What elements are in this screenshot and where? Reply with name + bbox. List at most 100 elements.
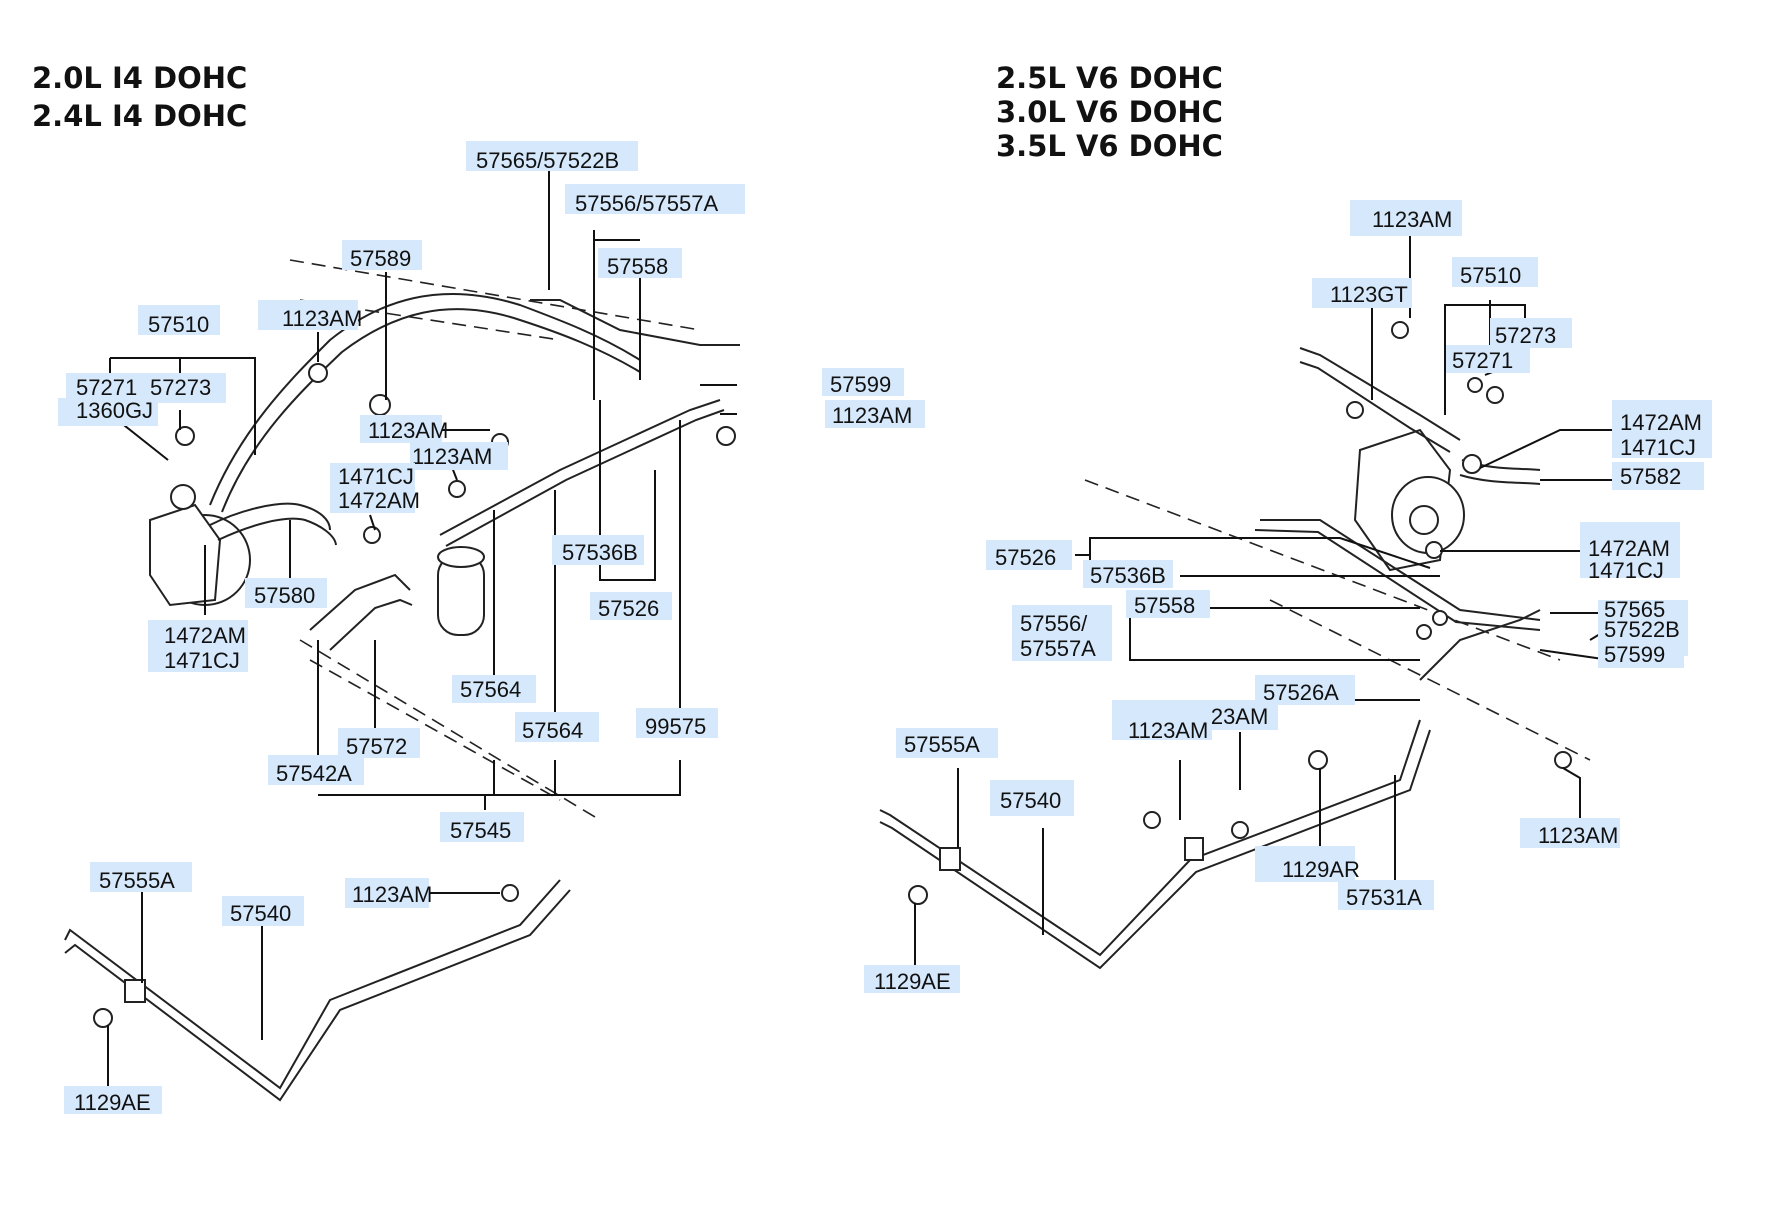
callout-1123AM-d: 1123AM [412,444,492,469]
right-clamp-icon-1 [1462,454,1482,474]
right-engine-3: 3.5L V6 DOHC [996,129,1223,163]
callout-57555A: 57555A [99,868,175,893]
callout-r-57556: 57556/ [1020,611,1088,636]
right-bolt-icon-8 [1554,751,1572,769]
right-pressure-hose [1299,347,1461,441]
callout-57271: 57271 [76,375,137,400]
callout-1472AM-b: 1472AM [164,623,246,648]
right-pressure-hose-2 [1299,361,1451,453]
left-power-steering-pump [149,484,251,607]
left-1123AM-bolt-icon [501,884,519,902]
left-panel: 2.0L I4 DOHC 2.4L I4 DOHC [32,61,925,1115]
callout-99575: 99575 [645,714,706,739]
callout-57526: 57526 [598,596,659,621]
callout-r-57557A: 57557A [1020,636,1096,661]
callout-r-57599: 57599 [1604,642,1665,667]
right-bolt-icon-5 [1308,750,1328,770]
left-cooler-clamp [124,979,146,1003]
right-cooler-clamp [939,847,961,871]
callout-1471CJ-b: 1471CJ [164,648,240,673]
callout-r-57273: 57273 [1495,323,1556,348]
callout-1123AM-a: 1123AM [282,306,362,331]
callout-57572: 57572 [346,734,407,759]
callout-r-1123GT: 1123GT [1330,282,1408,307]
left-engine-2: 2.4L I4 DOHC [32,99,247,133]
callout-1472AM-a: 1472AM [338,488,420,513]
callout-r-1123AM-c: 1123AM [1128,718,1208,743]
right-clamp-icon-3 [1432,610,1448,626]
left-pressure-line [530,299,740,346]
callout-57599: 57599 [830,372,891,397]
right-clamp-icon-2 [1425,541,1443,559]
callout-57589: 57589 [350,246,411,271]
callout-r-1123AM-d: 1123AM [1538,823,1618,848]
right-bolt-icon-3 [1467,377,1483,393]
right-bolt-icon-2 [1346,401,1364,419]
left-suction-hose [209,502,331,531]
left-cooler-line [439,399,721,536]
callout-r-57555A: 57555A [904,732,980,757]
left-cooler-line-2 [445,409,725,547]
right-1129AE-bolt-icon [908,885,928,905]
callout-1123AM-c: 1123AM [368,418,448,443]
callout-r-1472AM-a: 1472AM [1620,410,1702,435]
left-bolt-icon-2 [175,426,195,446]
left-clamp-icon-2 [363,526,381,544]
left-leader-lines [107,167,737,1087]
left-reservoir-hose [309,573,411,631]
callout-r-57582: 57582 [1620,464,1681,489]
left-engine-outline [289,259,701,821]
callout-57540: 57540 [230,901,291,926]
callout-r-57522B: 57522B [1604,617,1680,642]
callout-r-57565: 57565 [1604,597,1665,622]
callout-57556-57557A: 57556/57557A [575,191,718,216]
callout-1471CJ-a: 1471CJ [338,464,414,489]
right-cooler-line-3 [1419,609,1541,681]
callout-57542A: 57542A [276,761,352,786]
right-cooler-tube [879,719,1421,957]
right-bolt-icon-6 [1231,821,1249,839]
left-cooler-tube [64,879,561,1090]
left-callouts: 57565/57522B 57556/57557A 57558 57589 11… [58,141,925,1115]
left-suction-hose-2 [217,517,337,546]
callout-1360GJ: 1360GJ [76,398,153,423]
left-reservoir-hose-2 [329,598,413,651]
left-bolt-icon-1 [308,363,328,383]
right-engine-1: 2.5L V6 DOHC [996,61,1223,95]
callout-57545: 57545 [450,818,511,843]
callout-57564-b: 57564 [522,718,583,743]
left-cooler-tube-2 [64,889,571,1102]
callout-r-57526: 57526 [995,545,1056,570]
left-engine-1: 2.0L I4 DOHC [32,61,247,95]
right-engine-2: 3.0L V6 DOHC [996,95,1223,129]
callout-r-1129AE: 1129AE [874,969,951,994]
callout-57558: 57558 [607,254,668,279]
callout-r-1471CJ-a: 1471CJ [1620,435,1696,460]
right-cooler-line [1260,519,1541,621]
callout-r-57540: 57540 [1000,788,1061,813]
callout-1129AE: 1129AE [74,1090,151,1115]
left-return-hose-2 [221,308,641,513]
right-cooler-clamp-2 [1184,837,1204,861]
callout-57510: 57510 [148,312,209,337]
callout-1123AM-e: 1123AM [352,882,432,907]
callout-1123AM-b: 1123AM [832,403,912,428]
right-return-hose-2 [1459,474,1541,485]
callout-r-1129AR: 1129AR [1282,857,1360,882]
right-callouts: 1123AM 57510 1123GT 57273 57271 1472AM 1… [864,200,1712,994]
callout-57565-57522B: 57565/57522B [476,148,619,173]
left-reservoir [437,546,485,636]
right-engine-outline [1084,479,1591,761]
callout-57564-a: 57564 [460,677,521,702]
right-clamp-icon-4 [1416,624,1432,640]
right-power-steering-pump [1353,428,1465,572]
left-bolt-icon-4 [448,480,466,498]
callout-r-1471CJ-b: 1471CJ [1588,558,1664,583]
right-bolt-icon-1 [1391,321,1409,339]
callout-r-57271: 57271 [1452,348,1513,373]
right-cooler-tube-2 [879,729,1431,970]
right-panel: 2.5L V6 DOHC 3.0L V6 DOHC 3.5L V6 DOHC [864,61,1712,994]
right-bolt-icon-4 [1486,386,1504,404]
